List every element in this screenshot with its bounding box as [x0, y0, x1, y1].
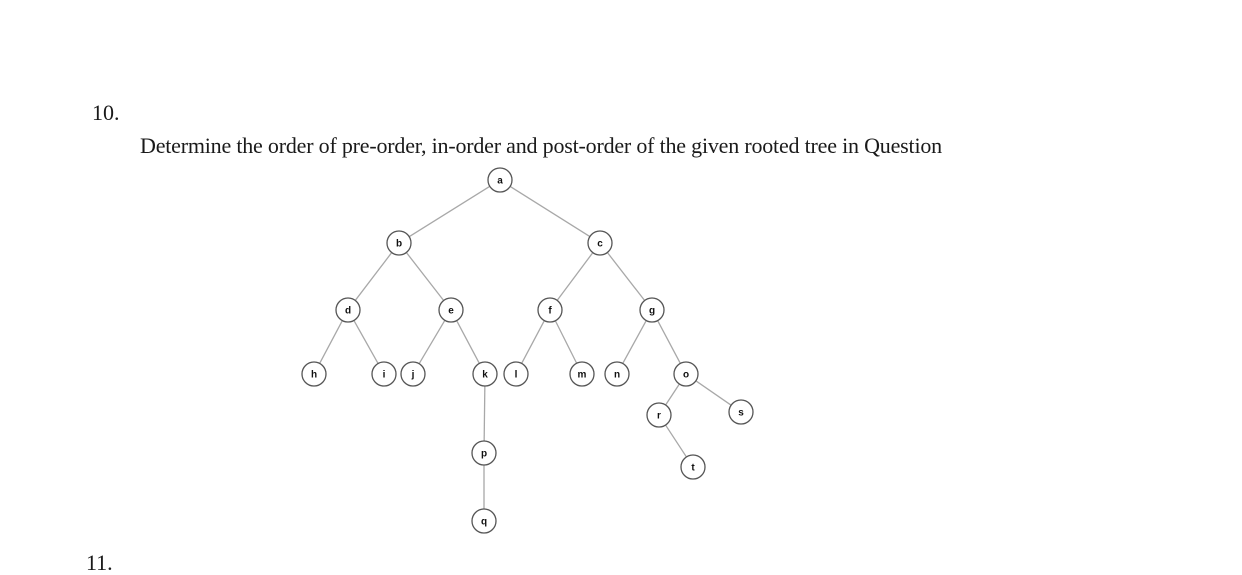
- tree-edge-g-o: [657, 320, 681, 364]
- tree-node-i: i: [371, 361, 397, 387]
- tree-edge-d-h: [319, 320, 343, 364]
- tree-edge-o-r: [665, 383, 680, 406]
- tree-node-m: m: [569, 361, 595, 387]
- tree-edge-b-e: [405, 252, 445, 301]
- node-circle: [587, 230, 613, 256]
- tree-node-b: b: [386, 230, 412, 256]
- tree-edge-e-k: [456, 320, 480, 364]
- tree-edge-f-l: [521, 320, 545, 364]
- tree-edge-o-s: [695, 380, 732, 406]
- tree-edge-b-d: [354, 252, 393, 301]
- node-label: j: [411, 370, 415, 381]
- node-circle: [386, 230, 412, 256]
- tree-edge-k-p: [483, 385, 486, 442]
- tree-node-a: a: [487, 167, 513, 193]
- node-circle: [537, 297, 563, 323]
- node-circle: [673, 361, 699, 387]
- tree-edge-f-m: [554, 320, 578, 364]
- tree-nodes: a b c d e f g h i j k l m n o p q r s t: [301, 167, 754, 534]
- node-label: o: [683, 370, 689, 381]
- node-circle: [400, 361, 426, 387]
- node-label: l: [515, 370, 518, 381]
- tree-node-f: f: [537, 297, 563, 323]
- node-label: h: [311, 370, 317, 381]
- node-circle: [487, 167, 513, 193]
- tree-node-c: c: [587, 230, 613, 256]
- tree-node-r: r: [646, 402, 672, 428]
- tree-edge-g-n: [622, 320, 647, 364]
- node-label: m: [578, 370, 587, 381]
- tree-node-n: n: [604, 361, 630, 387]
- tree-edge-c-g: [606, 252, 646, 301]
- node-circle: [639, 297, 665, 323]
- node-label: i: [383, 370, 386, 381]
- node-label: e: [448, 306, 454, 317]
- tree-node-l: l: [503, 361, 529, 387]
- rooted-tree-diagram: a b c d e f g h i j k l m n o p q r s t: [301, 167, 754, 534]
- tree-node-g: g: [639, 297, 665, 323]
- tree-node-p: p: [471, 440, 497, 466]
- node-circle: [728, 399, 754, 425]
- tree-edge-a-b: [408, 185, 491, 238]
- node-circle: [471, 508, 497, 534]
- tree-node-k: k: [472, 361, 498, 387]
- node-label: p: [481, 449, 487, 460]
- question-number: 10.: [92, 100, 120, 125]
- node-label: c: [597, 239, 603, 250]
- tree-node-e: e: [438, 297, 464, 323]
- node-label: k: [482, 370, 488, 381]
- node-label: t: [691, 463, 695, 474]
- node-circle: [503, 361, 529, 387]
- node-label: q: [481, 517, 487, 528]
- tree-edge-r-t: [665, 424, 687, 458]
- node-circle: [472, 361, 498, 387]
- node-label: f: [548, 306, 552, 317]
- tree-edge-c-f: [556, 252, 594, 301]
- tree-edge-e-j: [418, 319, 446, 365]
- tree-edge-a-c: [509, 185, 591, 238]
- tree-edges: [319, 185, 732, 509]
- tree-node-h: h: [301, 361, 327, 387]
- node-label: d: [345, 306, 351, 317]
- tree-node-o: o: [673, 361, 699, 387]
- node-label: s: [738, 408, 744, 419]
- tree-node-d: d: [335, 297, 361, 323]
- node-label: a: [497, 176, 503, 187]
- tree-node-s: s: [728, 399, 754, 425]
- node-circle: [569, 361, 595, 387]
- node-label: r: [657, 411, 661, 422]
- node-label: g: [649, 306, 655, 317]
- node-circle: [335, 297, 361, 323]
- node-circle: [646, 402, 672, 428]
- tree-node-j: j: [400, 361, 426, 387]
- next-question-number: 11.: [86, 550, 113, 575]
- tree-edge-d-i: [353, 320, 379, 364]
- node-circle: [604, 361, 630, 387]
- node-circle: [680, 454, 706, 480]
- node-circle: [471, 440, 497, 466]
- tree-node-q: q: [471, 508, 497, 534]
- node-label: b: [396, 239, 402, 250]
- node-circle: [371, 361, 397, 387]
- question-text: Determine the order of pre-order, in-ord…: [140, 133, 942, 158]
- node-label: n: [614, 370, 620, 381]
- node-circle: [301, 361, 327, 387]
- tree-node-t: t: [680, 454, 706, 480]
- node-circle: [438, 297, 464, 323]
